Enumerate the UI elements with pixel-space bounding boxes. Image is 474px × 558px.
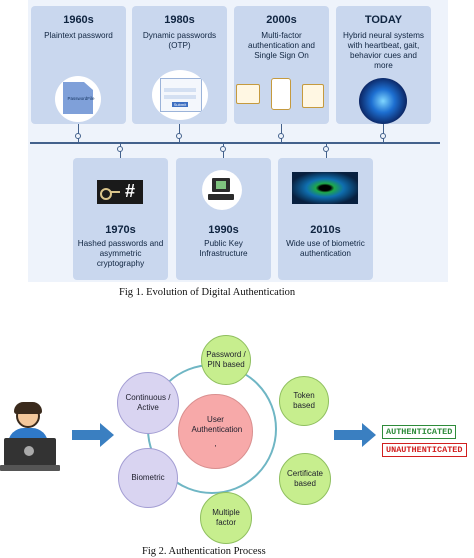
output-arrow-head-icon	[362, 423, 376, 447]
card-reader-icon	[236, 84, 260, 104]
timeline-node-1980s	[176, 133, 182, 139]
method-label: Token based	[293, 391, 315, 410]
era-description: Hybrid neural systems with heartbeat, ga…	[343, 31, 424, 70]
era-title: 1960s	[63, 14, 94, 26]
output-arrow-icon	[334, 430, 364, 440]
user-computer-icon	[0, 402, 62, 474]
neural-network-icon	[359, 78, 407, 124]
era-card-2010s: 2010s Wide use of biometric authenticati…	[278, 158, 373, 280]
era-description: Public Key Infrastructure	[199, 239, 248, 258]
password-file-icon: PasswordFile	[55, 76, 101, 122]
method-label: Multiple factor	[212, 508, 240, 527]
method-multiple-factor: Multiple factor	[200, 492, 252, 544]
status-authenticated: AUTHENTICATED	[382, 425, 457, 439]
era-description: Dynamic passwords (OTP)	[142, 31, 217, 50]
era-description: Plaintext password	[44, 31, 113, 40]
timeline-node-1990s	[220, 146, 226, 152]
method-label: Biometric	[131, 473, 165, 482]
figure-1-caption: Fig 1. Evolution of Digital Authenticati…	[119, 287, 296, 298]
center-mark: ,	[214, 438, 217, 448]
input-arrow-icon	[72, 430, 102, 440]
timeline-node-2010s	[323, 146, 329, 152]
password-file-label: PasswordFile	[67, 96, 95, 101]
era-title: 2000s	[266, 14, 297, 26]
timeline-node-1960s	[75, 133, 81, 139]
center-label: User Authentication	[191, 414, 243, 434]
era-title: 1990s	[208, 224, 239, 236]
timeline-node-2000s	[278, 133, 284, 139]
method-label: Password / PIN based	[206, 350, 246, 369]
method-biometric: Biometric	[118, 448, 178, 508]
era-title: 1980s	[164, 14, 195, 26]
era-card-1990s: 1990s Public Key Infrastructure	[176, 158, 271, 280]
timeline-axis	[30, 142, 440, 144]
token-icon	[302, 84, 324, 108]
otp-submit-label: Submit	[172, 102, 188, 107]
era-title: TODAY	[364, 14, 403, 26]
timeline-node-today	[380, 133, 386, 139]
era-description: Wide use of biometric authentication	[286, 239, 365, 258]
era-description: Multi-factor authentication and Single S…	[248, 31, 315, 60]
era-title: 2010s	[310, 224, 341, 236]
biometric-eye-icon	[292, 172, 358, 204]
era-card-1970s: # 1970s Hashed passwords and asymmetric …	[73, 158, 168, 280]
era-card-today: TODAY Hybrid neural systems with heartbe…	[336, 6, 431, 124]
phone-icon	[271, 78, 291, 110]
method-password-pin: Password / PIN based	[201, 335, 251, 385]
pki-computer-icon	[202, 170, 242, 210]
era-title: 1970s	[105, 224, 136, 236]
method-label: Continuous / Active	[125, 393, 171, 412]
evolution-timeline-figure: 1960s Plaintext password PasswordFile 19…	[28, 0, 448, 282]
authentication-process-figure: User Authentication , Password / PIN bas…	[0, 320, 474, 545]
user-authentication-center: User Authentication ,	[178, 394, 253, 469]
hash-key-icon: #	[97, 180, 143, 204]
timeline-node-1970s	[117, 146, 123, 152]
era-card-2000s: 2000s Multi-factor authentication and Si…	[234, 6, 329, 124]
era-card-1960s: 1960s Plaintext password PasswordFile	[31, 6, 126, 124]
input-arrow-head-icon	[100, 423, 114, 447]
status-unauthenticated: UNAUTHENTICATED	[382, 443, 467, 457]
method-label: Certificate based	[286, 469, 323, 488]
method-continuous-active: Continuous / Active	[117, 372, 179, 434]
figure-2-caption: Fig 2. Authentication Process	[142, 546, 266, 557]
method-certificate: Certificate based	[279, 453, 331, 505]
otp-form-icon: Submit	[152, 70, 208, 120]
method-token: Token based	[279, 376, 329, 426]
era-description: Hashed passwords and asymmetric cryptogr…	[77, 239, 164, 268]
era-card-1980s: 1980s Dynamic passwords (OTP) Submit	[132, 6, 227, 124]
